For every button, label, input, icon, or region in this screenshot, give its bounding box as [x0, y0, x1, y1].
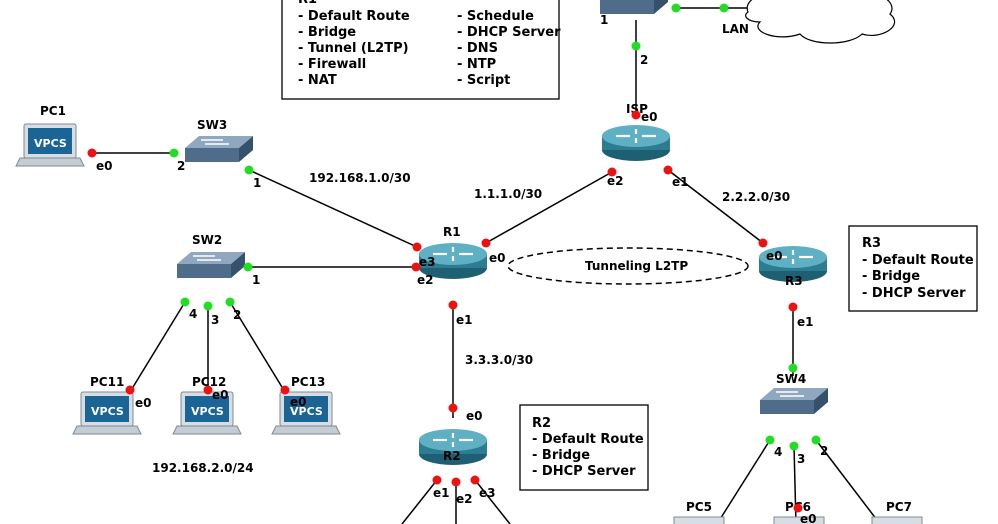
sw2-port-4: 4 — [189, 307, 197, 321]
sw4-port-2: 2 — [820, 444, 828, 458]
isp-port-e2: e2 — [607, 174, 624, 188]
pc6-port-e0: e0 — [800, 512, 817, 524]
pc11-label: PC11 — [90, 375, 124, 389]
sw4-label: SW4 — [776, 372, 806, 386]
pc12-vpcs-label: VPCS — [191, 405, 224, 418]
link-dots — [87, 3, 821, 513]
isp-switch-port-2: 2 — [640, 53, 648, 67]
r3-note-item: - DHCP Server — [862, 286, 966, 301]
subnet-192-168-2-0: 192.168.2.0/24 — [152, 461, 254, 475]
r1-note-item: - Script — [457, 73, 510, 88]
tunnel-ellipse — [507, 247, 749, 285]
pc5-label: PC5 — [686, 500, 712, 514]
pc13-label: PC13 — [291, 375, 325, 389]
pc11-port-e0: e0 — [135, 396, 152, 410]
pc13-vpcs-label: VPCS — [290, 405, 323, 418]
lan-label: LAN — [722, 22, 749, 36]
pc13-port-e0: e0 — [290, 395, 307, 409]
r3-port-e1: e1 — [797, 315, 814, 329]
r2-note-title: R2 — [532, 416, 551, 431]
pc6-icon[interactable] — [773, 516, 825, 524]
lan-cloud-icon — [745, 0, 896, 44]
r1-note-item: - Schedule — [457, 9, 534, 24]
r3-note-item: - Default Route — [862, 253, 974, 268]
r2-port-e0: e0 — [466, 409, 483, 423]
r2-port-e2: e2 — [456, 492, 473, 506]
pc1-port-e0: e0 — [96, 159, 113, 173]
r1-note-item: - DHCP Server — [457, 25, 561, 40]
subnet-1-1-1-0: 1.1.1.0/30 — [474, 187, 542, 201]
r3-note-title: R3 — [862, 236, 881, 251]
r3-feature-note: R3 - Default Route - Bridge - DHCP Serve… — [848, 225, 978, 312]
r1-note-item: - Tunnel (L2TP) — [298, 41, 409, 56]
subnet-3-3-3-0: 3.3.3.0/30 — [465, 353, 533, 367]
r1-port-e3: e3 — [419, 255, 436, 269]
sw2-port-1: 1 — [252, 273, 260, 287]
pc12-port-e0: e0 — [212, 388, 229, 402]
r3-label: R3 — [785, 274, 803, 288]
subnet-192-168-1-0: 192.168.1.0/30 — [309, 171, 411, 185]
sw3-port-1: 1 — [253, 176, 261, 190]
r1-note-item: - NAT — [298, 73, 337, 88]
sw2-port-3: 3 — [211, 313, 219, 327]
tunnel-label: Tunneling L2TP — [585, 259, 688, 273]
r2-note-item: - Bridge — [532, 448, 590, 463]
r1-port-e0: e0 — [489, 251, 506, 265]
r1-note-item: - Firewall — [298, 57, 366, 72]
pc11-vpcs-label: VPCS — [91, 405, 124, 418]
isp-switch-icon[interactable] — [599, 0, 669, 15]
pc7-icon[interactable] — [871, 516, 923, 524]
sw4-port-4: 4 — [774, 445, 782, 459]
pc5-icon[interactable] — [673, 516, 725, 524]
isp-port-e0: e0 — [641, 110, 658, 124]
sw3-switch-icon[interactable] — [184, 135, 254, 163]
r2-note-item: - Default Route — [532, 432, 644, 447]
subnet-2-2-2-0: 2.2.2.0/30 — [722, 190, 790, 204]
isp-switch-port-1: 1 — [600, 13, 608, 27]
sw3-label: SW3 — [197, 118, 227, 132]
pc12-label: PC12 — [192, 375, 226, 389]
sw4-port-3: 3 — [797, 452, 805, 466]
r2-port-e3: e3 — [479, 486, 496, 500]
r1-note-item: - DNS — [457, 41, 498, 56]
r1-note-item: - Bridge — [298, 25, 356, 40]
sw2-switch-icon[interactable] — [176, 251, 246, 279]
r3-port-e0: e0 — [766, 249, 783, 263]
isp-label: ISP — [626, 102, 648, 116]
isp-router-icon[interactable] — [600, 123, 672, 163]
r1-label: R1 — [443, 225, 461, 239]
r2-label: R2 — [443, 449, 461, 463]
r1-note-item: - Default Route — [298, 9, 410, 24]
r1-port-e2: e2 — [417, 273, 434, 287]
sw2-label: SW2 — [192, 233, 222, 247]
pc1-label: PC1 — [40, 104, 66, 118]
r1-note-item: - NTP — [457, 57, 496, 72]
r1-feature-note: R1 - Default Route - Bridge - Tunnel (L2… — [281, 0, 561, 100]
r2-note-item: - DHCP Server — [532, 464, 636, 479]
r3-note-item: - Bridge — [862, 269, 920, 284]
r2-feature-note: R2 - Default Route - Bridge - DHCP Serve… — [519, 404, 649, 491]
pc7-label: PC7 — [886, 500, 912, 514]
r1-port-e1: e1 — [456, 313, 473, 327]
pc1-vpcs-label: VPCS — [34, 137, 67, 150]
r2-port-e1: e1 — [433, 486, 450, 500]
isp-port-e1: e1 — [672, 175, 689, 189]
sw2-port-2: 2 — [233, 308, 241, 322]
sw3-port-2: 2 — [177, 159, 185, 173]
r1-note-title: R1 — [298, 0, 317, 7]
sw4-switch-icon[interactable] — [759, 387, 829, 415]
